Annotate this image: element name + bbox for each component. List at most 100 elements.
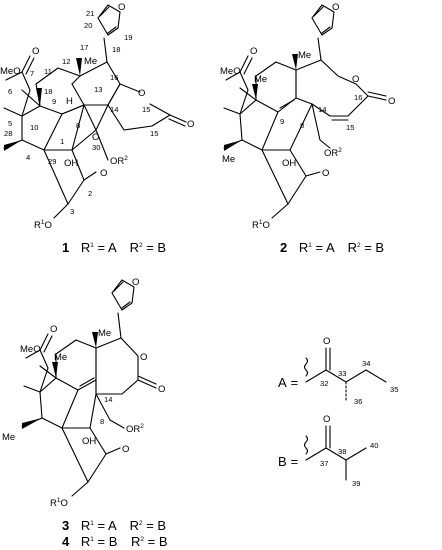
atom-number-23: 21 [86,9,94,18]
substituent-b: B= O 37 38 40 39 [278,414,378,488]
atom-number-13: 13 [94,85,102,94]
furan-oxygen-label: O [118,2,125,13]
structure-3-labels: O Me O O 14 8 Me MeO O Me OH OR2 O R1O [2,277,165,509]
carbonyl-oxygen-label: O [388,96,395,107]
atom-number-36: 36 [354,397,362,406]
hydroxyl-label: OH [282,158,296,169]
atom-number-6: 6 [8,87,12,96]
carbonyl-oxygen-label: O [323,336,330,347]
substituent-a-label: A= [278,375,298,390]
atom-number-1: 1 [60,137,64,146]
atom-number-37: 37 [320,459,328,468]
methyl-label: Me [222,154,235,165]
atom-number-17: 16 [110,73,118,82]
atom-number-19: 18 [44,87,52,96]
wedge-bond [224,140,242,151]
hydrogen-label: H [66,96,73,107]
atom-number-10: 10 [30,123,38,132]
epoxide-oxygen-label: O [92,132,99,143]
wedge-bond [252,84,258,100]
methyl-label: Me [54,352,67,363]
compound-3-caption: 3 R1 = A R2 = B [62,518,166,533]
compound-4-caption: 4 R1 = B R2 = B [62,534,168,549]
atom-number-9: 9 [280,117,284,126]
ester-carbonyl-oxygen-label: O [50,324,57,335]
substituent-b-label: B= [278,454,298,469]
substituent-a: A= O 32 33 34 35 36 [278,336,398,406]
wavy-attachment [303,357,309,377]
wedge-bond [36,88,42,106]
or2-label: OR2 [126,423,144,435]
atom-number-39: 39 [352,479,360,488]
methyl-label: Me [2,432,15,443]
structure-2: O Me O 16 O 14 15 9 8 Me MeO O Me OH OR2… [220,2,395,255]
furan-oxygen-label: O [332,2,339,13]
r1o-label: R1O [50,497,68,509]
atom-number-2: 2 [88,189,92,198]
methyl-label: Me [84,56,97,67]
ring-oxygen-label: O [138,88,145,99]
carbonyl-oxygen-label: O [323,414,330,425]
atom-number-18: 17 [80,43,88,52]
atom-number-5: 5 [8,119,12,128]
wavy-attachment [303,435,309,455]
atom-number-3: 3 [70,207,74,216]
ester-methoxy-label: MeO [0,66,21,77]
atom-number-35: 35 [390,385,398,394]
atom-number-8: 8 [76,121,80,130]
atom-number-9: 9 [52,97,56,106]
carbonyl-oxygen-label: O [187,119,194,130]
atom-number-29: 29 [48,157,56,166]
carbonyl-oxygen-label: O [158,384,165,395]
atom-number-8: 8 [100,417,104,426]
structure-1-labels: O 21 20 19 18 17 Me 16 12 11 13 O 15 O 1… [0,2,194,231]
atom-number-16: 16 [354,93,362,102]
atom-number-15: 15 [150,129,158,138]
atom-number-38: 38 [338,447,346,456]
ester-methoxy-label: MeO [20,344,41,355]
ring-oxygen-label: O [140,352,147,363]
atom-number-8: 8 [300,121,304,130]
methyl-label: Me [254,74,267,85]
or2-label: OR2 [110,155,128,167]
furan-oxygen-label: O [132,277,139,288]
structure-2-labels: O Me O 16 O 14 15 9 8 Me MeO O Me OH OR2… [220,2,395,231]
wedge-bond [52,362,58,378]
or2-label: OR2 [324,147,342,159]
atom-number-21: 19 [124,33,132,42]
wedge-bond [292,54,298,70]
atom-number-16: 15 [142,105,150,114]
atom-number-32: 32 [320,379,328,388]
r1o-label: R1O [252,219,270,231]
structure-3-4: O Me O O 14 8 Me MeO O Me OH OR2 O R1O 3… [2,277,168,549]
atom-number-12: 12 [62,57,70,66]
structure-3-bonds [21,279,157,497]
atom-number-34: 34 [362,359,370,368]
ester-carbonyl-oxygen-label: O [32,46,39,57]
atom-number-11: 11 [44,67,52,76]
ketone-oxygen-label: O [122,444,129,455]
r1o-label: R1O [34,219,52,231]
atom-number-14: 14 [318,105,326,114]
wedge-bond [92,332,98,348]
atom-number-15: 15 [346,123,354,132]
atom-number-4: 4 [26,153,30,162]
ester-methoxy-label: MeO [220,66,241,77]
ester-carbonyl-oxygen-label: O [250,46,257,57]
structure-2-bonds [223,4,387,219]
atom-number-33: 33 [338,369,346,378]
structure-1-bonds [3,4,187,219]
atom-number-14: 14 [104,395,112,404]
wedge-bond [4,140,22,151]
atom-number-30: 30 [92,143,100,152]
methyl-label: Me [298,50,311,61]
structure-1: O 21 20 19 18 17 Me 16 12 11 13 O 15 O 1… [0,2,194,255]
atom-number-28: 28 [4,129,12,138]
compound-2-caption: 2 R1 = A R2 = B [280,240,384,255]
atom-number-7: 7 [30,69,34,78]
atom-number-40: 40 [370,441,378,450]
atom-number-14: 14 [110,105,118,114]
wedge-bond [22,418,42,429]
methyl-label: Me [98,328,111,339]
